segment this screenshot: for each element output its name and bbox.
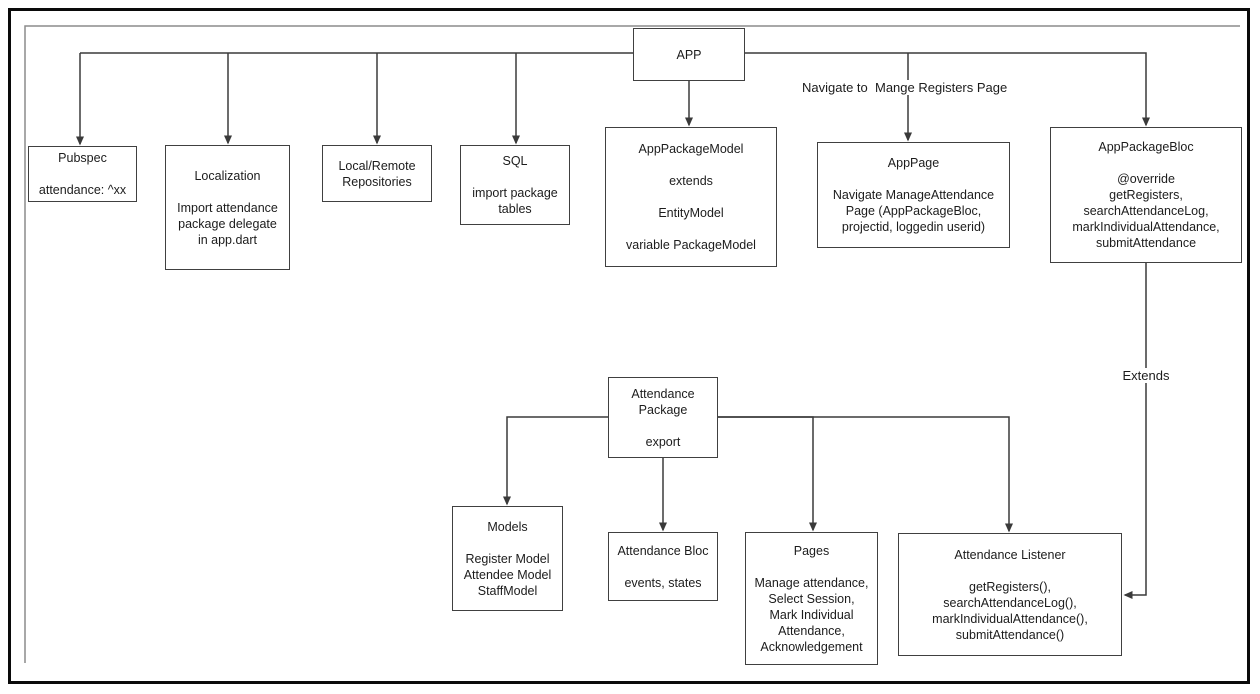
node-text-line: searchAttendanceLog, bbox=[1083, 204, 1209, 218]
node-text-line: Localization bbox=[194, 168, 261, 183]
node-text-line: Pubspec bbox=[58, 151, 107, 165]
node-text-line: import package bbox=[472, 186, 558, 200]
node-app: APP bbox=[633, 28, 745, 81]
node-text-line: Attendance bbox=[631, 386, 695, 401]
node-text-line: Attendance Listener bbox=[954, 547, 1066, 562]
connector-package-to-models bbox=[503, 416, 608, 506]
connector-package-to-listener bbox=[718, 416, 1013, 533]
node-text-line: submitAttendance() bbox=[955, 627, 1065, 642]
edge-label-extends: Extends bbox=[1120, 368, 1172, 383]
connector-app-trunk-to-apppackagebloc bbox=[80, 52, 1150, 127]
node-text-line: Package bbox=[638, 402, 688, 417]
outer-frame bbox=[8, 8, 1250, 684]
node-text-line: SQL bbox=[502, 154, 528, 168]
node-text-line: Models bbox=[487, 519, 528, 534]
node-text-line: Local/Remote bbox=[338, 158, 416, 173]
node-text-line: StaffModel bbox=[477, 583, 538, 598]
node-text-line: Attendance, bbox=[778, 623, 845, 638]
node-text-line: package delegate bbox=[178, 216, 277, 231]
node-text-line: attendance: ^xx bbox=[38, 183, 127, 197]
node-text-line: Attendee Model bbox=[463, 567, 552, 582]
node-text-line: Pages bbox=[793, 543, 830, 558]
node-text-line: AppPage bbox=[887, 156, 940, 170]
node-text-line: events, states bbox=[624, 575, 702, 590]
canvas-boundary-line bbox=[24, 25, 1240, 663]
node-pubspec: Pubspec attendance: ^xx bbox=[28, 146, 137, 202]
node-text-line: Acknowledgement bbox=[760, 639, 863, 654]
node-text-line: in app.dart bbox=[197, 232, 258, 247]
node-text-line: Register Model bbox=[465, 551, 550, 566]
node-text-line: EntityModel bbox=[658, 206, 724, 220]
node-text-line: searchAttendanceLog(), bbox=[943, 595, 1077, 610]
node-text-line: Import attendance bbox=[177, 200, 278, 215]
node-text-line: AppPackageBloc bbox=[1098, 140, 1194, 154]
node-text-line: Mark Individual bbox=[769, 607, 854, 622]
node-text-line: getRegisters, bbox=[1109, 188, 1183, 202]
node-text-line: projectid, loggedin userid) bbox=[841, 220, 986, 234]
node-text-line: Page (AppPackageBloc, bbox=[845, 204, 982, 218]
node-text-line: APP bbox=[676, 47, 702, 62]
node-attendance-listener: Attendance Listener getRegisters(),search… bbox=[898, 533, 1122, 656]
node-text-line: markIndividualAttendance, bbox=[1072, 220, 1220, 234]
node-attendance-bloc: Attendance Bloc events, states bbox=[608, 532, 718, 601]
node-text-line: Navigate ManageAttendance bbox=[832, 188, 995, 202]
node-text-line: extends bbox=[669, 174, 713, 188]
node-text-line: tables bbox=[498, 202, 532, 216]
node-text-line: Select Session, bbox=[768, 591, 855, 606]
node-text-line: markIndividualAttendance(), bbox=[932, 611, 1088, 626]
edge-label-navigate: Navigate to Mange Registers Page bbox=[800, 80, 1010, 95]
node-text-line: @override bbox=[1117, 172, 1175, 186]
node-text-line: Manage attendance, bbox=[754, 575, 869, 590]
node-sql: SQL import package tables bbox=[460, 145, 570, 225]
node-text-line: AppPackageModel bbox=[638, 142, 744, 156]
node-text-line: Repositories bbox=[342, 174, 412, 189]
node-text-line: getRegisters(), bbox=[969, 579, 1051, 594]
node-text-line: export bbox=[645, 434, 681, 449]
node-text-line: Attendance Bloc bbox=[617, 543, 709, 558]
node-text-line: variable PackageModel bbox=[626, 238, 756, 252]
node-text-line: submitAttendance bbox=[1095, 236, 1197, 250]
node-app-package-bloc: AppPackageBloc @override getRegisters, sear… bbox=[1050, 127, 1242, 263]
